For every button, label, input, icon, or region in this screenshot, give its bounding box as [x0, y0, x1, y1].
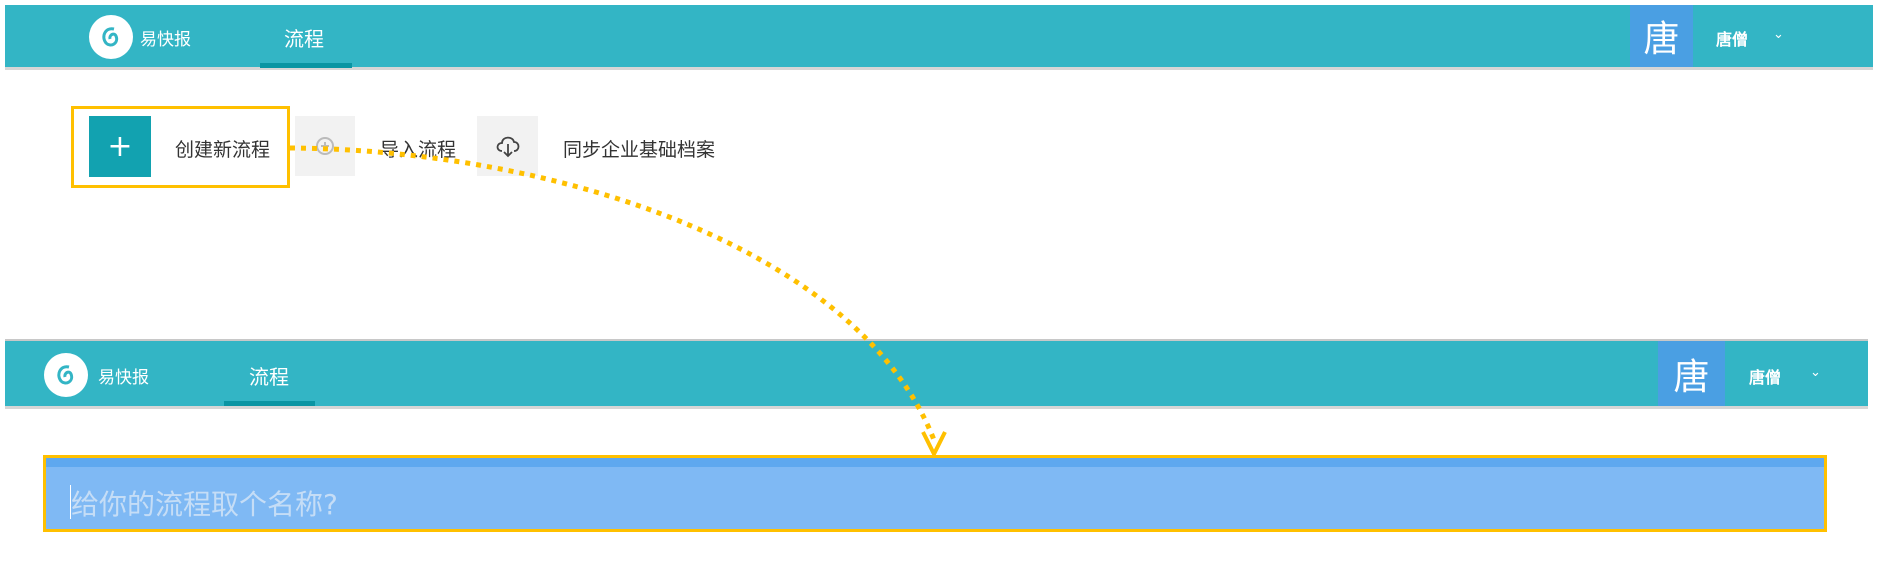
- chevron-down-icon[interactable]: ⌄: [1773, 27, 1784, 42]
- text-cursor: [70, 485, 71, 519]
- create-process-label[interactable]: 创建新流程: [175, 139, 271, 161]
- cloud-download-icon: [496, 136, 519, 158]
- avatar[interactable]: 唐: [1630, 5, 1693, 67]
- input-top-strip: [46, 458, 1824, 467]
- arrowhead-icon: [921, 431, 947, 459]
- brand-name: 易快报: [98, 368, 149, 388]
- bottom-header: 易快报 流程 唐 唐僧 ⌄: [5, 339, 1868, 409]
- tab-active-indicator: [224, 401, 315, 406]
- user-name[interactable]: 唐僧: [1716, 30, 1749, 49]
- plus-icon: +: [107, 129, 133, 164]
- tab-process[interactable]: 流程: [249, 365, 289, 389]
- avatar[interactable]: 唐: [1658, 341, 1725, 406]
- sync-archive-label[interactable]: 同步企业基础档案: [563, 139, 716, 161]
- user-name[interactable]: 唐僧: [1749, 368, 1782, 387]
- import-process-label[interactable]: 导入流程: [380, 139, 457, 161]
- dotted-curve: [289, 145, 937, 441]
- name-placeholder: 给你的流程取个名称?: [71, 488, 338, 521]
- top-header: 易快报 流程 唐 唐僧 ⌄: [5, 5, 1873, 70]
- create-process-button[interactable]: +: [89, 116, 151, 177]
- process-name-input[interactable]: 给你的流程取个名称?: [43, 455, 1827, 532]
- brand-name: 易快报: [140, 30, 191, 50]
- chevron-down-icon[interactable]: ⌄: [1810, 365, 1821, 380]
- logo-icon[interactable]: [89, 15, 133, 59]
- tab-active-indicator: [260, 63, 352, 68]
- logo-icon[interactable]: [44, 353, 88, 397]
- highlight-box: [71, 106, 290, 188]
- tab-process[interactable]: 流程: [284, 27, 324, 51]
